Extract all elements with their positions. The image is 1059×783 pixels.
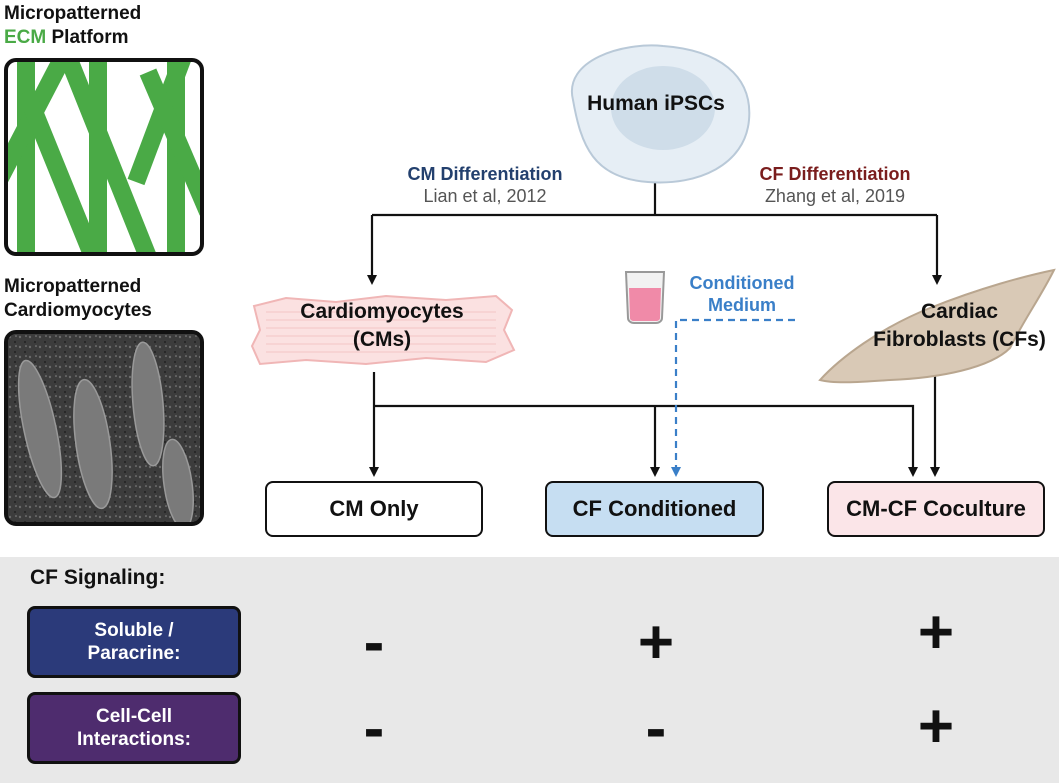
cardiac-fibroblasts-label-line2: Fibroblasts (CFs) <box>873 328 1046 351</box>
beaker-icon <box>624 271 666 324</box>
cf-differentiation-ref: Zhang et al, 2019 <box>764 186 906 206</box>
soluble-label-line2: Paracrine: <box>87 643 181 664</box>
cf-differentiation-label: CF Differentiation Zhang et al, 2019 <box>720 163 950 207</box>
ipsc-cell-icon <box>570 44 751 184</box>
cm-image-title: Micropatterned Cardiomyocytes <box>4 275 152 323</box>
cellcell-cm-only-mark: - <box>363 694 385 763</box>
cardiomyocytes-label-line1: Cardiomyocytes <box>300 300 464 323</box>
cellcell-label-line2: Interactions: <box>76 729 192 750</box>
cardiac-fibroblasts-label-line1: Cardiac <box>920 300 999 323</box>
fibroblast-shape-icon <box>818 268 1056 384</box>
ipsc-label: Human iPSCs <box>587 92 725 115</box>
ecm-title-green-word: ECM <box>4 27 47 48</box>
conditioned-medium-dashed-arrow <box>671 318 795 477</box>
cm-only-box: CM Only <box>265 481 483 537</box>
cardiomyocyte-shape-icon <box>250 294 516 366</box>
cm-differentiation-label: CM Differentiation Lian et al, 2012 <box>370 163 600 207</box>
ecm-stripe-pattern <box>8 62 200 252</box>
conditioned-medium-line2: Medium <box>707 295 776 315</box>
cardiomyocytes-label: Cardiomyocytes (CMs) <box>246 298 518 354</box>
ecm-title-line1: Micropatterned <box>4 3 142 24</box>
cf-signaling-title: CF Signaling: <box>30 566 166 589</box>
cm-differentiation-title: CM Differentiation <box>407 164 563 184</box>
conditioned-medium-line1: Conditioned <box>689 273 795 293</box>
soluble-paracrine-label: Soluble / Paracrine: <box>27 606 241 678</box>
cellcell-label-line1: Cell-Cell <box>95 706 173 727</box>
micrograph-texture <box>8 334 200 522</box>
cm-title-line2: Cardiomyocytes <box>4 300 152 321</box>
cellcell-coculture-mark: + <box>917 692 955 761</box>
ecm-title-line2: ECM Platform <box>4 26 141 50</box>
ecm-title-rest: Platform <box>46 27 129 48</box>
coculture-box: CM-CF Coculture <box>827 481 1045 537</box>
cf-differentiation-title: CF Differentiation <box>759 164 911 184</box>
ecm-pattern-image <box>4 58 204 256</box>
cardiomyocyte-micrograph <box>4 330 204 526</box>
cf-conditioned-box: CF Conditioned <box>545 481 764 537</box>
soluble-cf-conditioned-mark: + <box>637 608 675 677</box>
cm-title-line1: Micropatterned <box>4 276 142 297</box>
cardiomyocytes-label-line2: (CMs) <box>352 328 412 351</box>
arrow-cm-to-coculture <box>374 404 918 477</box>
cell-cell-interactions-label: Cell-Cell Interactions: <box>27 692 241 764</box>
cellcell-cf-conditioned-mark: - <box>645 694 667 763</box>
cm-differentiation-ref: Lian et al, 2012 <box>423 186 547 206</box>
soluble-cm-only-mark: - <box>363 608 385 677</box>
soluble-coculture-mark: + <box>917 598 955 667</box>
ecm-platform-title: Micropatterned ECM Platform <box>4 2 141 50</box>
cardiac-fibroblasts-label: Cardiac Fibroblasts (CFs) <box>860 298 1059 354</box>
soluble-label-line1: Soluble / <box>94 620 174 641</box>
conditioned-medium-label: Conditioned Medium <box>676 272 808 316</box>
